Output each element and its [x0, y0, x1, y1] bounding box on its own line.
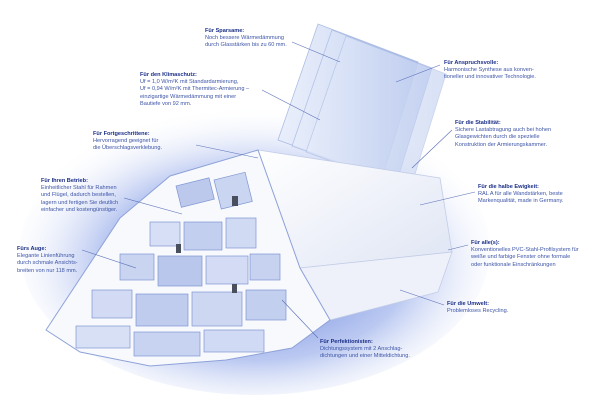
leader-lines	[81, 41, 476, 339]
callout-fortgeschrittene-title: Für Fortgeschrittene:	[93, 131, 150, 137]
callout-perfektionisten: Für Perfektionisten: Dichtungssystem mit…	[320, 339, 410, 361]
callout-sparsame: Für Sparsame: Noch bessere Wärmedämmung …	[205, 28, 287, 50]
callout-fortgeschrittene: Für Fortgeschrittene: Hervorragend geeig…	[93, 131, 162, 153]
callout-auge-body: Elegante Linienführung durch schmale Ans…	[17, 253, 78, 274]
callout-klimaschutz-body: Uf = 1,0 W/m²K mit Standardarmierung, Uf…	[140, 79, 250, 107]
callout-alle-title: Für alle(s):	[471, 240, 500, 246]
callout-betrieb: Für Ihren Betrieb: Einheitlicher Stahl f…	[41, 178, 118, 214]
callout-sparsame-title: Für Sparsame:	[205, 28, 245, 34]
callout-auge-title: Fürs Auge:	[17, 246, 47, 252]
profile-cross-section	[45, 149, 331, 367]
callout-ewigkeit-title: Für die halbe Ewigkeit:	[478, 184, 539, 190]
callout-auge: Fürs Auge: Elegante Linienführung durch …	[17, 246, 78, 275]
callout-alle-body: Konventionelles PVC-Stahl-Profilsystem f…	[471, 247, 579, 268]
callout-klimaschutz-title: Für den Klimaschutz:	[140, 72, 197, 78]
callout-betrieb-body: Einheitlicher Stahl für Rahmen und Flüge…	[41, 185, 119, 213]
callout-umwelt-body: Problemloses Recycling.	[447, 308, 509, 315]
callout-perfektionisten-body: Dichtungssystem mit 2 Anschlag- dichtung…	[320, 346, 410, 360]
callout-anspruchsvolle: Für Anspruchsvolle: Harmonische Synthese…	[444, 60, 536, 82]
callout-anspruchsvolle-title: Für Anspruchsvolle:	[444, 60, 499, 66]
callout-klimaschutz: Für den Klimaschutz: Uf = 1,0 W/m²K mit …	[140, 72, 249, 108]
callout-alle: Für alle(s): Konventionelles PVC-Stahl-P…	[471, 240, 579, 269]
callout-sparsame-body: Noch bessere Wärmedämmung durch Glasstär…	[205, 35, 287, 49]
callout-stabilitaet-body: Sichere Lastabtragung auch bei hohen Gla…	[455, 127, 552, 148]
callout-ewigkeit-body: RAL A für alle Wandstärken, beste Marken…	[478, 191, 564, 205]
callout-fortgeschrittene-body: Hervorragend geeignet für die Überschlag…	[93, 138, 163, 152]
callout-umwelt: Für die Umwelt: Problemloses Recycling.	[447, 301, 508, 315]
callout-ewigkeit: Für die halbe Ewigkeit: RAL A für alle W…	[478, 184, 563, 206]
callout-umwelt-title: Für die Umwelt:	[447, 301, 489, 307]
callout-stabilitaet: Für die Stabilität: Sichere Lastabtragun…	[455, 120, 551, 149]
callout-betrieb-title: Für Ihren Betrieb:	[41, 178, 88, 184]
callout-stabilitaet-title: Für die Stabilität:	[455, 120, 501, 126]
callout-anspruchsvolle-body: Harmonische Synthese aus konven- tionell…	[444, 67, 536, 81]
profile-side	[257, 149, 453, 321]
glass-panes	[277, 23, 447, 191]
callout-perfektionisten-title: Für Perfektionisten:	[320, 339, 373, 345]
